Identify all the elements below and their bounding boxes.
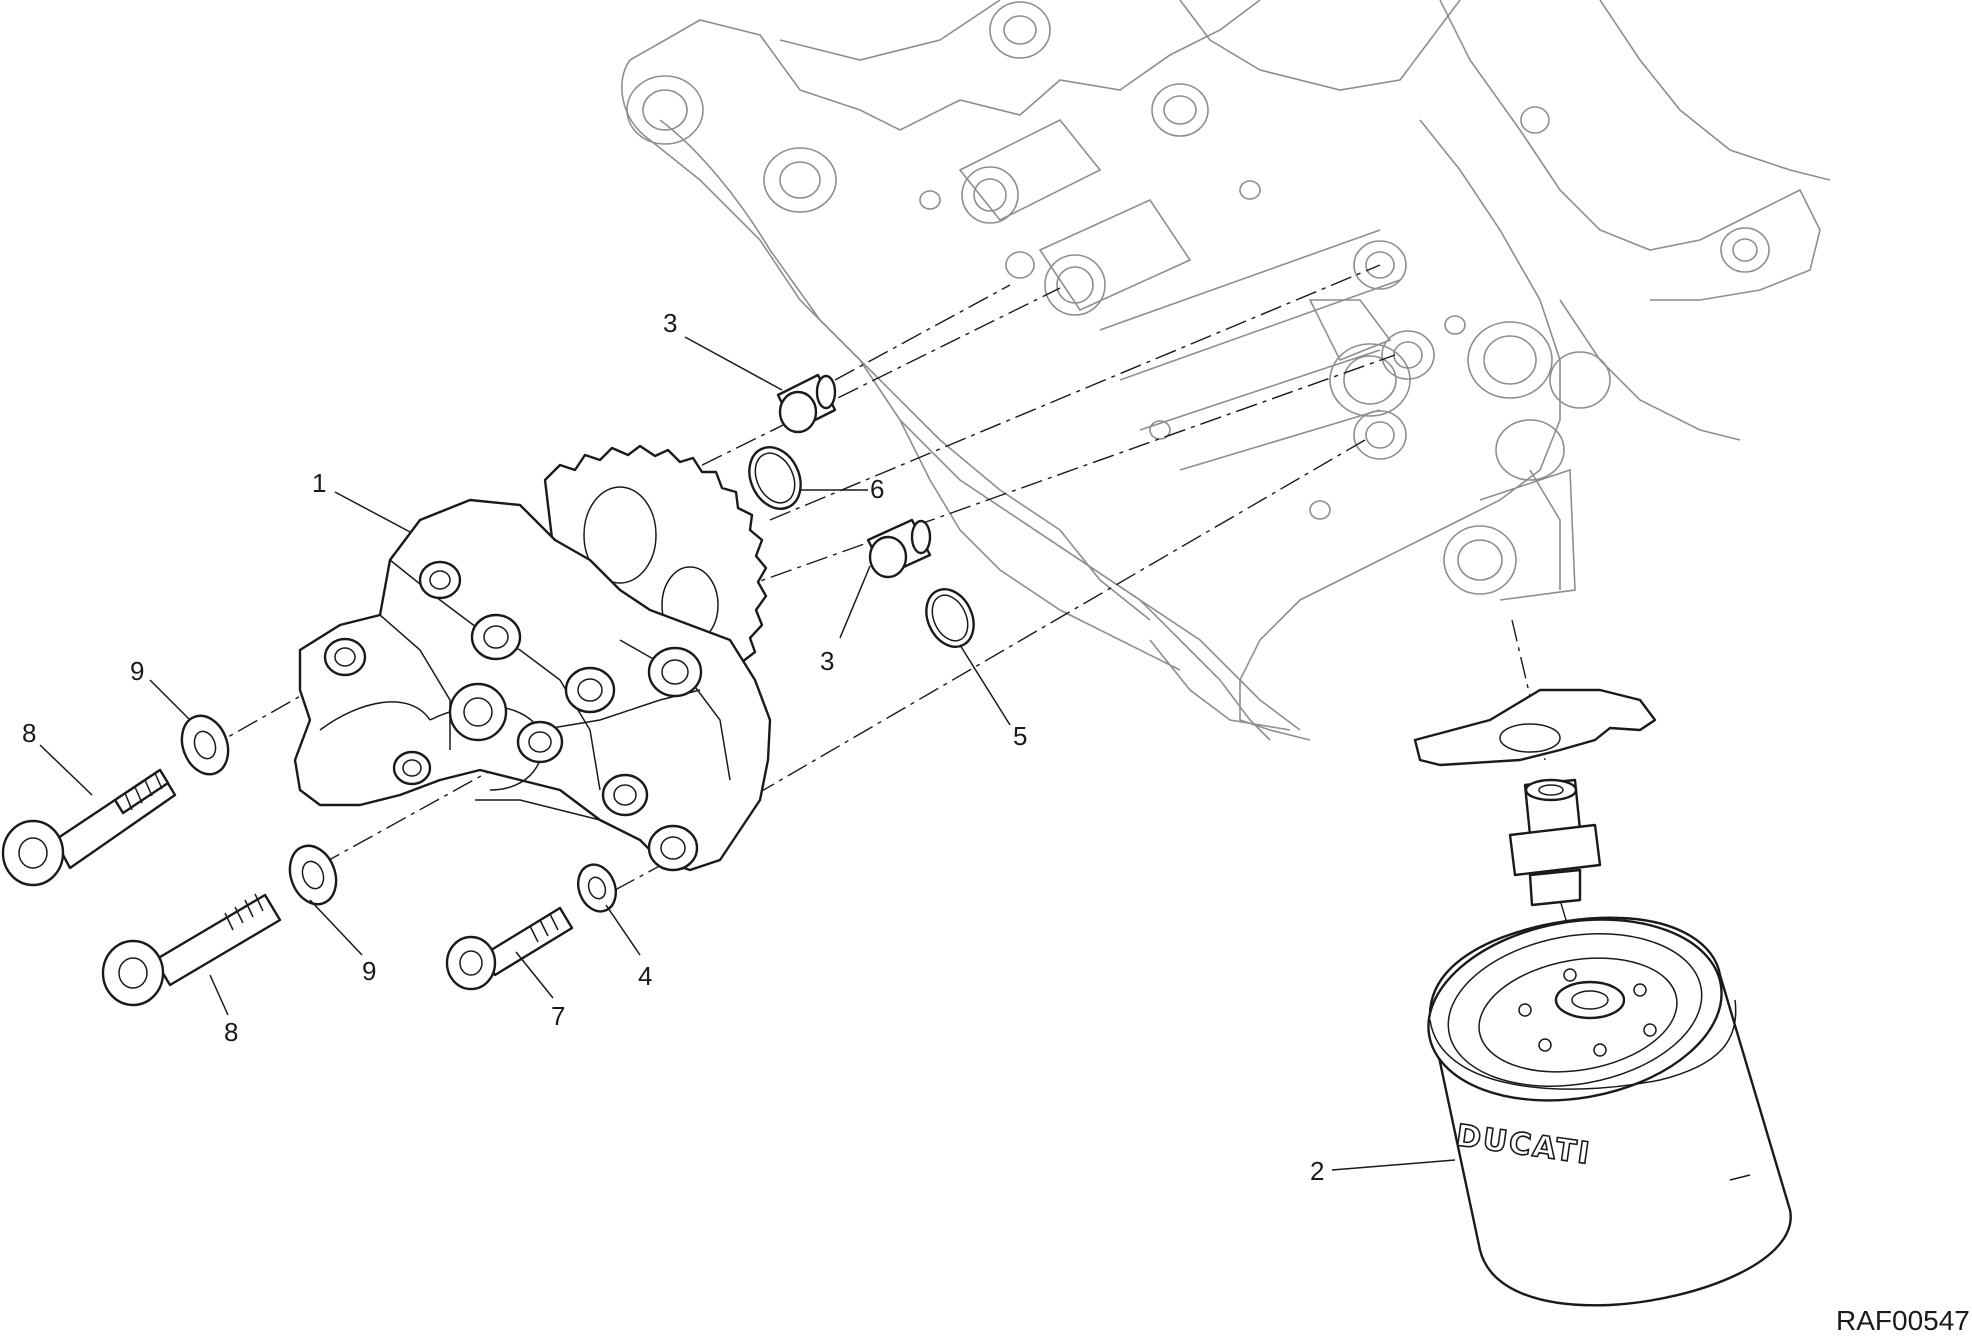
callout-9-lower: 9: [362, 956, 376, 986]
engine-crankcase: [621, 0, 1831, 741]
o-ring-6: [748, 446, 802, 510]
callout-1: 1: [312, 468, 326, 498]
washer-9-upper: [180, 714, 230, 776]
oil-pump-assembly: [293, 444, 772, 872]
leader-lines: [39, 336, 1456, 1171]
callout-4: 4: [638, 961, 652, 991]
filter-nipple-fitting: [1508, 778, 1602, 907]
screw-8-upper: [1, 768, 177, 887]
pump-body: [293, 498, 772, 872]
callout-3-lower: 3: [820, 646, 834, 676]
callout-9-upper: 9: [130, 656, 144, 686]
filter-bracket-plate: [1413, 688, 1657, 767]
callout-3-upper: 3: [663, 308, 677, 338]
drawing-code: RAF00547: [1836, 1305, 1970, 1336]
callout-labels: 1 2 3 3 4 5 6 7 8 8 9 9: [22, 308, 1324, 1186]
o-ring-5: [925, 588, 975, 648]
callout-2: 2: [1310, 1156, 1324, 1186]
dowel-upper: [776, 373, 837, 434]
callout-8-upper: 8: [22, 718, 36, 748]
screw-8-lower: [101, 893, 282, 1007]
screw-7: [445, 906, 574, 991]
oil-filter: DUCATI: [1427, 916, 1792, 1307]
callout-6: 6: [870, 474, 884, 504]
callout-8-lower: 8: [224, 1017, 238, 1047]
callout-5: 5: [1013, 721, 1027, 751]
dowel-lower: [866, 518, 932, 579]
washer-4: [576, 863, 618, 913]
callout-7: 7: [551, 1001, 565, 1031]
assembly-axis-lines: [204, 264, 1591, 1001]
washer-9-lower: [288, 844, 338, 906]
